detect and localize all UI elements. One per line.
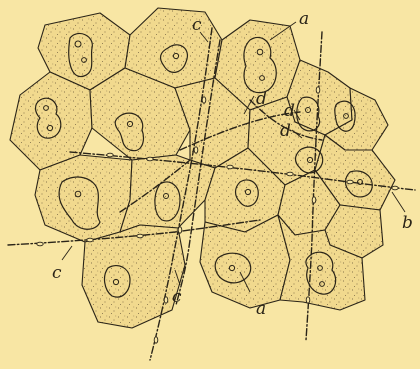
label-c-left: c bbox=[52, 263, 62, 283]
label-b-right: b bbox=[402, 213, 413, 233]
label-d-right-2: d bbox=[280, 121, 291, 141]
cell-tessellation bbox=[10, 8, 395, 328]
label-d-right-1: d bbox=[284, 101, 295, 121]
label-c-top: c bbox=[192, 15, 202, 35]
label-c-bottom: c bbox=[172, 287, 182, 307]
label-a-top: a bbox=[299, 9, 309, 29]
label-d-upper: d bbox=[256, 89, 267, 109]
label-a-bottom: a bbox=[256, 299, 266, 319]
